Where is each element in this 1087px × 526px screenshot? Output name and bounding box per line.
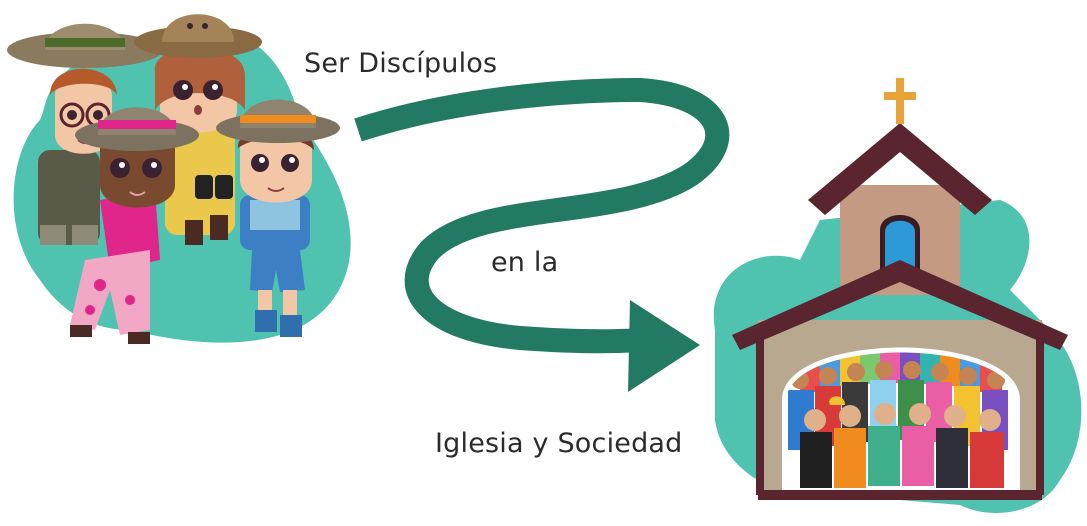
title-line-iglesia-y-sociedad: Iglesia y Sociedad [435,428,683,459]
kid-girl-pink [70,107,199,344]
crowd-of-people-illustration [788,352,1008,488]
title-line-ser-discipulos: Ser Discípulos [304,48,498,79]
title-line-en-la: en la [491,247,559,278]
cross-icon [884,78,916,124]
kids-explorers-illustration [7,14,340,344]
curved-arrow-icon [354,77,730,392]
kid-boy-blue [216,99,340,337]
binoculars [195,175,233,199]
